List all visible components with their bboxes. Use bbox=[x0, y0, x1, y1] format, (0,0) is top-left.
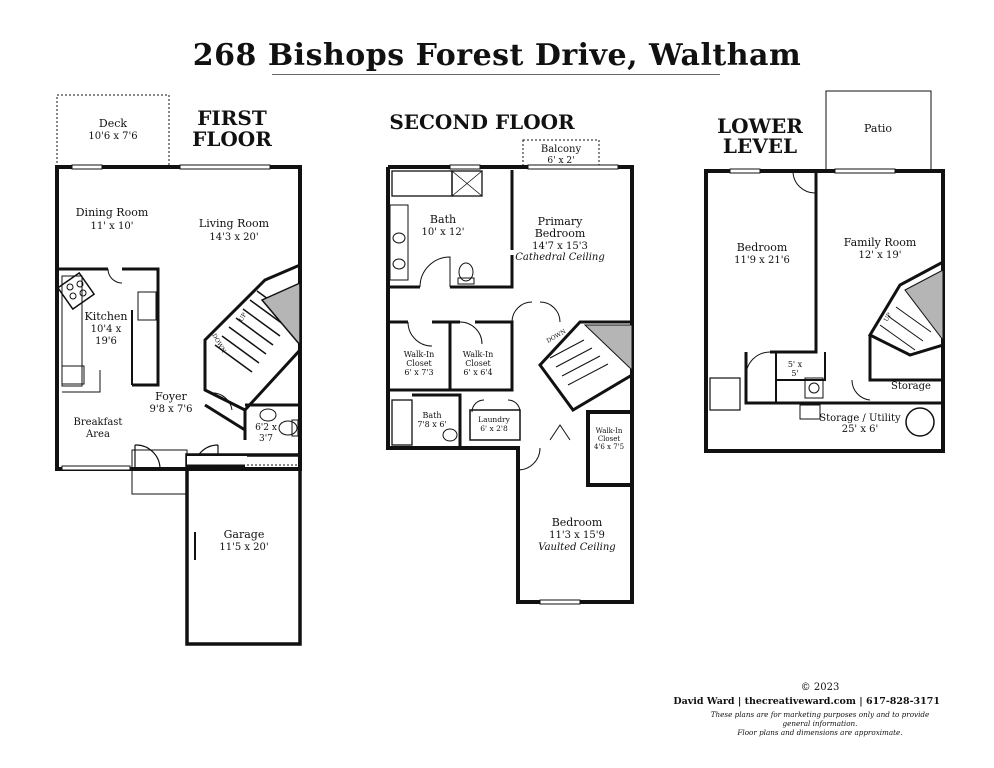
closet2-dim: 6' x 6'4 bbox=[463, 368, 492, 377]
laundry-dim: 6' x 2'8 bbox=[480, 424, 508, 433]
second-stair-down: DOWN bbox=[546, 328, 568, 345]
bedroom2-dim: 11'3 x 15'9 bbox=[549, 530, 605, 541]
lower-bath-dim1: 5' x bbox=[788, 360, 803, 369]
disclaimer-line2: Floor plans and dimensions are approxima… bbox=[737, 728, 903, 737]
storage-label: Storage bbox=[891, 381, 931, 392]
balcony-dim: 6' x 2' bbox=[547, 156, 574, 166]
deck-label: Deck bbox=[99, 117, 127, 130]
closet3-dim: 4'6 x 7'5 bbox=[594, 443, 624, 451]
breakfast-label1: Breakfast bbox=[74, 417, 123, 428]
lower-level bbox=[704, 90, 945, 453]
second-floor bbox=[386, 139, 634, 605]
stairs-first bbox=[203, 262, 302, 412]
lower-bath-dim2: 5' bbox=[791, 369, 798, 378]
primary-note: Cathedral Ceiling bbox=[515, 252, 605, 263]
lower-stair-up: UP bbox=[883, 312, 894, 323]
bath2-dim: 7'8 x 6' bbox=[417, 420, 446, 429]
closet3-label2: Closet bbox=[598, 435, 621, 443]
stairs-lower bbox=[867, 259, 945, 357]
family-dim: 12' x 19' bbox=[859, 250, 902, 261]
foyer-label: Foyer bbox=[155, 390, 187, 403]
laundry-label: Laundry bbox=[478, 415, 510, 424]
closet1-label1: Walk-In bbox=[404, 350, 435, 359]
window bbox=[179, 164, 271, 170]
bath-dim: 10' x 12' bbox=[422, 227, 465, 238]
lower-heading-line1: LOWER bbox=[717, 114, 803, 138]
utility-label: Storage / Utility bbox=[819, 413, 901, 424]
foyer-dim: 9'8 x 7'6 bbox=[150, 404, 193, 415]
footer-credits: © 2023 David Ward | thecreativeward.com … bbox=[640, 682, 940, 737]
primary-label2: Bedroom bbox=[535, 227, 586, 240]
stove bbox=[56, 271, 96, 311]
garage-label: Garage bbox=[224, 528, 265, 541]
closet1-dim: 6' x 7'3 bbox=[404, 368, 433, 377]
dining-label: Dining Room bbox=[76, 206, 149, 219]
bath2-label: Bath bbox=[422, 411, 441, 420]
second-heading: SECOND FLOOR bbox=[389, 110, 575, 134]
patio-label: Patio bbox=[864, 122, 892, 135]
lower-bedroom-label: Bedroom bbox=[737, 241, 788, 254]
living-label: Living Room bbox=[199, 217, 270, 230]
first-heading-line2: FLOOR bbox=[192, 127, 272, 151]
closet2-label1: Walk-In bbox=[463, 350, 494, 359]
stairs-second bbox=[538, 320, 634, 412]
dining-dim: 11' x 10' bbox=[91, 221, 134, 232]
plan-title: 268 Bishops Forest Drive, Waltham bbox=[192, 38, 802, 73]
first-floor bbox=[55, 94, 302, 646]
primary-label1: Primary bbox=[538, 215, 583, 228]
kitchen-label: Kitchen bbox=[85, 310, 128, 323]
utility-dim: 25' x 6' bbox=[842, 424, 879, 435]
lower-bedroom-dim: 11'9 x 21'6 bbox=[734, 255, 790, 266]
window bbox=[61, 465, 131, 471]
bedroom2-note: Vaulted Ceiling bbox=[538, 542, 615, 553]
garage-dim: 11'5 x 20' bbox=[219, 542, 268, 553]
credit-line: David Ward | thecreativeward.com | 617-8… bbox=[673, 696, 940, 707]
disclaimer-line1: These plans are for marketing purposes o… bbox=[710, 710, 930, 728]
living-dim: 14'3 x 20' bbox=[209, 232, 258, 243]
window bbox=[71, 164, 103, 170]
first-floor-labels: FIRST FLOOR Deck 10'6 x 7'6 Dining Room … bbox=[74, 106, 277, 553]
second-floor-labels: SECOND FLOOR Balcony 6' x 2' Bath 10' x … bbox=[389, 110, 624, 553]
closet2-label2: Closet bbox=[465, 359, 491, 368]
half-bath-dim1: 6'2 x bbox=[255, 423, 277, 433]
first-heading-line1: FIRST bbox=[197, 106, 267, 130]
primary-dim: 14'7 x 15'3 bbox=[532, 241, 588, 252]
breakfast-label2: Area bbox=[85, 429, 110, 440]
balcony-label: Balcony bbox=[541, 144, 582, 155]
bath-label: Bath bbox=[430, 213, 456, 226]
deck-dim: 10'6 x 7'6 bbox=[88, 131, 137, 142]
closet3-label1: Walk-In bbox=[596, 427, 623, 435]
kitchen-dim1: 10'4 x bbox=[91, 324, 122, 335]
garage-outline bbox=[185, 453, 302, 646]
lower-level-outline bbox=[704, 169, 945, 453]
lower-heading-line2: LEVEL bbox=[723, 134, 797, 158]
first-stair-down: DOWN bbox=[210, 333, 227, 355]
copyright: © 2023 bbox=[800, 682, 840, 693]
closet1-label2: Closet bbox=[406, 359, 432, 368]
lower-level-labels: LOWER LEVEL Patio Bedroom 11'9 x 21'6 Fa… bbox=[717, 114, 931, 435]
water-heater bbox=[905, 407, 935, 437]
family-label: Family Room bbox=[844, 236, 917, 249]
bedroom2-label: Bedroom bbox=[552, 516, 603, 529]
kitchen-dim2: 19'6 bbox=[95, 336, 117, 347]
first-stair-up: UP bbox=[238, 312, 249, 323]
title-underline bbox=[272, 74, 720, 75]
half-bath-dim2: 3'7 bbox=[259, 434, 273, 444]
